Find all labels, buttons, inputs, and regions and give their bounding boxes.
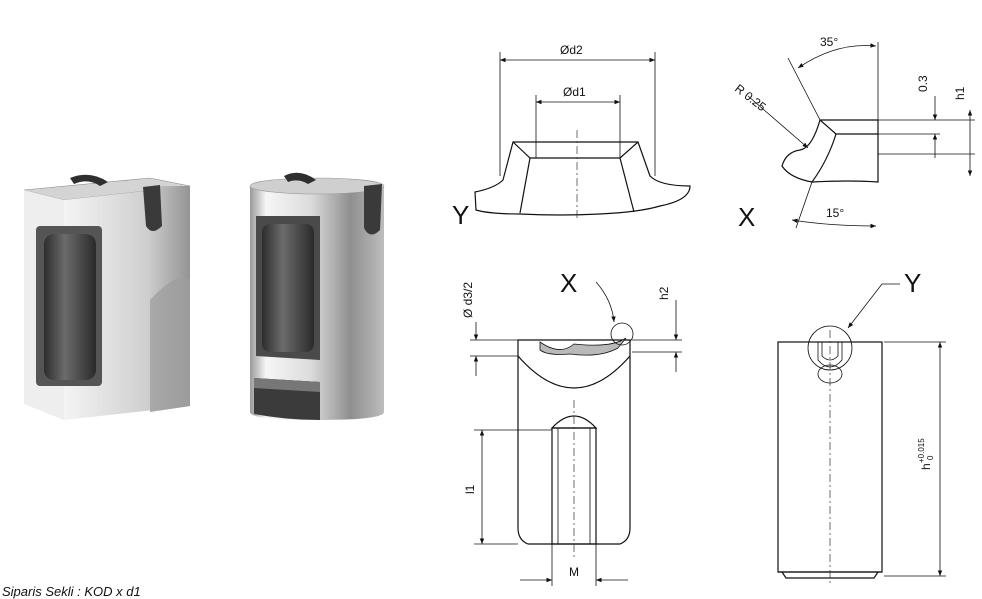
detail-y-view: Ød2 Ød1 Y: [452, 43, 691, 230]
dim-03-label: 0.3: [916, 75, 930, 92]
dim-d1-label: Ød1: [563, 85, 586, 99]
dim-angle-35-label: 35°: [820, 35, 838, 49]
dim-h-tol-lower: 0: [926, 455, 935, 460]
callout-x-letter: X: [560, 268, 577, 298]
dim-h-tol-upper: +0.015: [917, 438, 926, 463]
block-render-square: [23, 174, 191, 420]
detail-x-letter: X: [738, 202, 755, 232]
dim-h2-label: h2: [657, 286, 671, 300]
dim-m-label: M: [569, 565, 579, 579]
callout-y-letter: Y: [904, 268, 921, 298]
detail-y-letter: Y: [452, 200, 469, 230]
dim-angle-15-label: 15°: [826, 206, 844, 220]
dim-h-label: h: [919, 463, 933, 470]
side-view: Y h +0.015 0: [777, 268, 946, 584]
dim-d2-label: Ød2: [560, 43, 583, 57]
detail-x-view: 0.3 h1 35° R 0.25 15° X: [732, 35, 975, 232]
dim-h1-label: h1: [953, 86, 967, 100]
order-format-caption: Siparis Sekli : KOD x d1: [2, 584, 141, 599]
dim-l1-label: l1: [463, 484, 477, 494]
section-view: X Ø d3/2 h2 l1 M: [461, 268, 682, 586]
dim-radius-label: R 0.25: [732, 81, 769, 114]
dim-d3-half-label: Ø d3/2: [461, 282, 475, 318]
block-render-cylinder: [249, 172, 385, 420]
